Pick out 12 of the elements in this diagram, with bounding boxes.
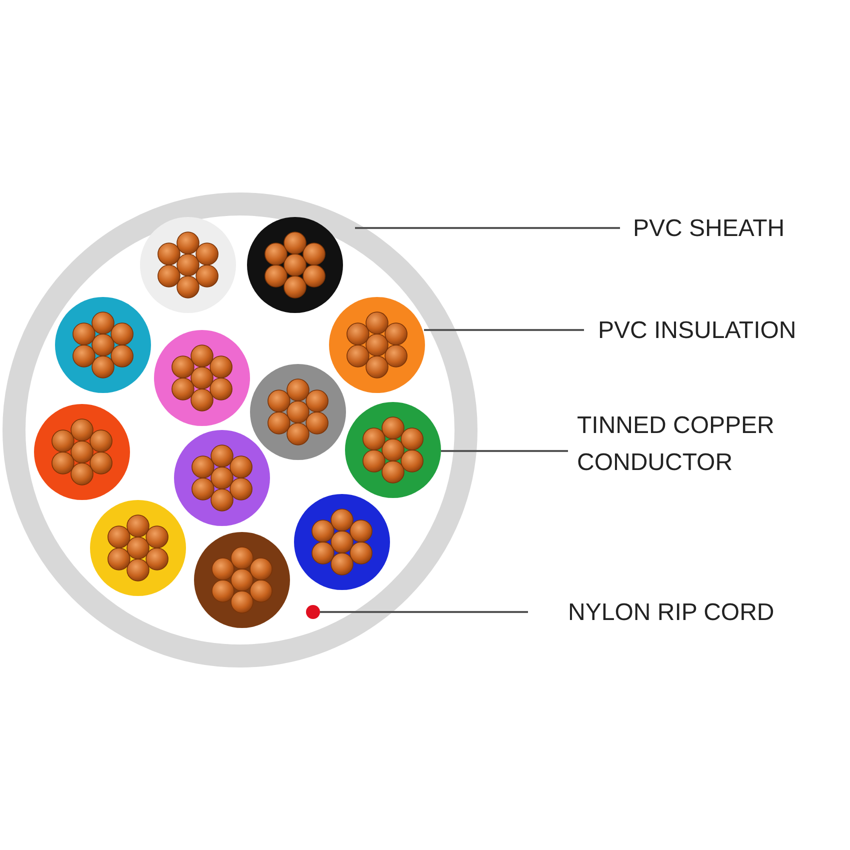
rip-cord-dot [306,605,320,619]
part-label: TINNED COPPER CONDUCTOR [577,407,807,481]
cable-cross-section [2,192,478,668]
part-label: PVC SHEATH [633,210,843,247]
insulated-wire-core [345,402,441,498]
insulated-wire-core [329,297,425,393]
leader-line [355,227,620,229]
leader-line [441,450,568,452]
leader-line [320,611,528,613]
part-label: PVC INSULATION [598,312,838,349]
part-label: NYLON RIP CORD [568,594,808,631]
leader-line [424,329,584,331]
